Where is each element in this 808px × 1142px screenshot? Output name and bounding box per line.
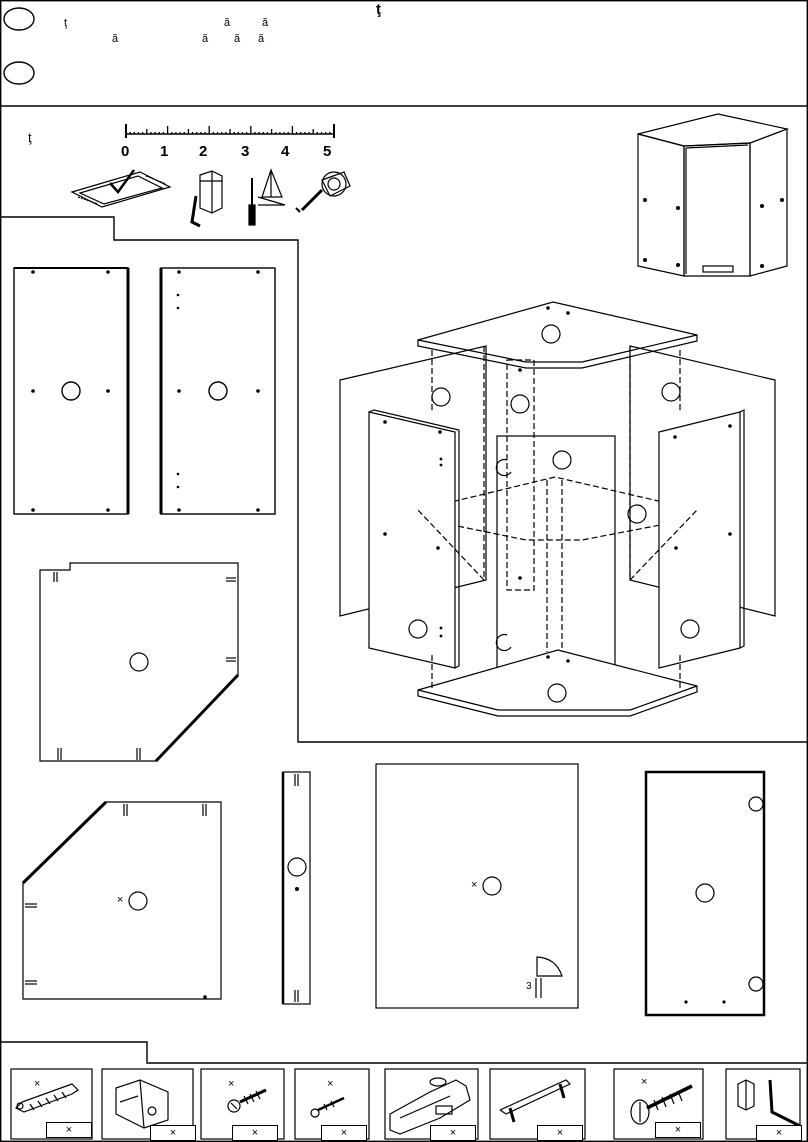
- assembled-cabinet-preview: [638, 114, 787, 276]
- panel-cross-mark-back: ×: [471, 879, 477, 891]
- ruler-number-4: 4: [281, 143, 289, 160]
- dowel-icon: [16, 1084, 78, 1112]
- instruction-booklet-icon: [72, 170, 170, 207]
- screw-small-icon: [311, 1098, 344, 1117]
- ruler-number-1: 1: [160, 143, 168, 160]
- language-circle-1: [4, 8, 34, 30]
- cabinet-preview-holes: [643, 198, 784, 268]
- exploded-assembly-view: [340, 302, 775, 716]
- side-panel-left: [14, 268, 128, 514]
- panel-cross-mark-left: ×: [117, 894, 123, 906]
- header-line2-char-2: ă: [202, 33, 208, 45]
- hardware-5-qty: ×: [430, 1125, 476, 1141]
- header-line2-char-4: ă: [258, 33, 264, 45]
- cam-nut-icon: [200, 171, 222, 213]
- allen-key-icon: [192, 196, 200, 226]
- door-panel: [646, 772, 764, 1015]
- header-line2-char-1: ă: [112, 33, 118, 45]
- ruler-number-3: 3: [241, 143, 249, 160]
- hardware-1-qty: ×: [46, 1122, 92, 1138]
- hardware-7-x-label: ×: [641, 1076, 647, 1088]
- header-title: ţ: [376, 4, 381, 16]
- corner-panel-top: [40, 563, 238, 761]
- hardware-2-qty: ×: [150, 1125, 196, 1141]
- hardware-4-qty: ×: [321, 1125, 367, 1141]
- header-line1-char-1: ţ: [64, 17, 67, 29]
- ruler-number-2: 2: [199, 143, 207, 160]
- screw-large-icon: [228, 1090, 266, 1112]
- side-panel-holes: [31, 270, 260, 512]
- edge-dimension-label: 3: [526, 981, 532, 992]
- hardware-1-x-label: ×: [34, 1078, 40, 1090]
- header-line2-char-3: ă: [234, 33, 240, 45]
- long-screw-icon: [631, 1086, 692, 1124]
- hardware-8-qty: ×: [756, 1125, 802, 1141]
- tools-label: ţ: [28, 132, 32, 144]
- hardware-divider: [0, 1042, 808, 1063]
- hardware-6-qty: ×: [537, 1125, 583, 1141]
- hardware-3-x-label: ×: [228, 1078, 234, 1090]
- tape-measure-icon: [296, 172, 350, 212]
- header-line1-char-2: ă: [224, 17, 230, 29]
- hanging-bracket-icon: [116, 1080, 168, 1128]
- ruler-number-5: 5: [323, 143, 331, 160]
- cam-and-key-icon: [738, 1080, 800, 1126]
- hardware-7-qty: ×: [655, 1122, 701, 1138]
- handle-icon: [500, 1080, 570, 1122]
- language-circle-2: [4, 62, 34, 84]
- hardware-3-qty: ×: [232, 1125, 278, 1141]
- ruler-number-0: 0: [121, 143, 129, 160]
- hardware-4-x-label: ×: [327, 1078, 333, 1090]
- header-line1-char-3: ă: [262, 17, 268, 29]
- screwdriver-icon: [249, 170, 285, 225]
- ruler-ticks: [126, 126, 334, 134]
